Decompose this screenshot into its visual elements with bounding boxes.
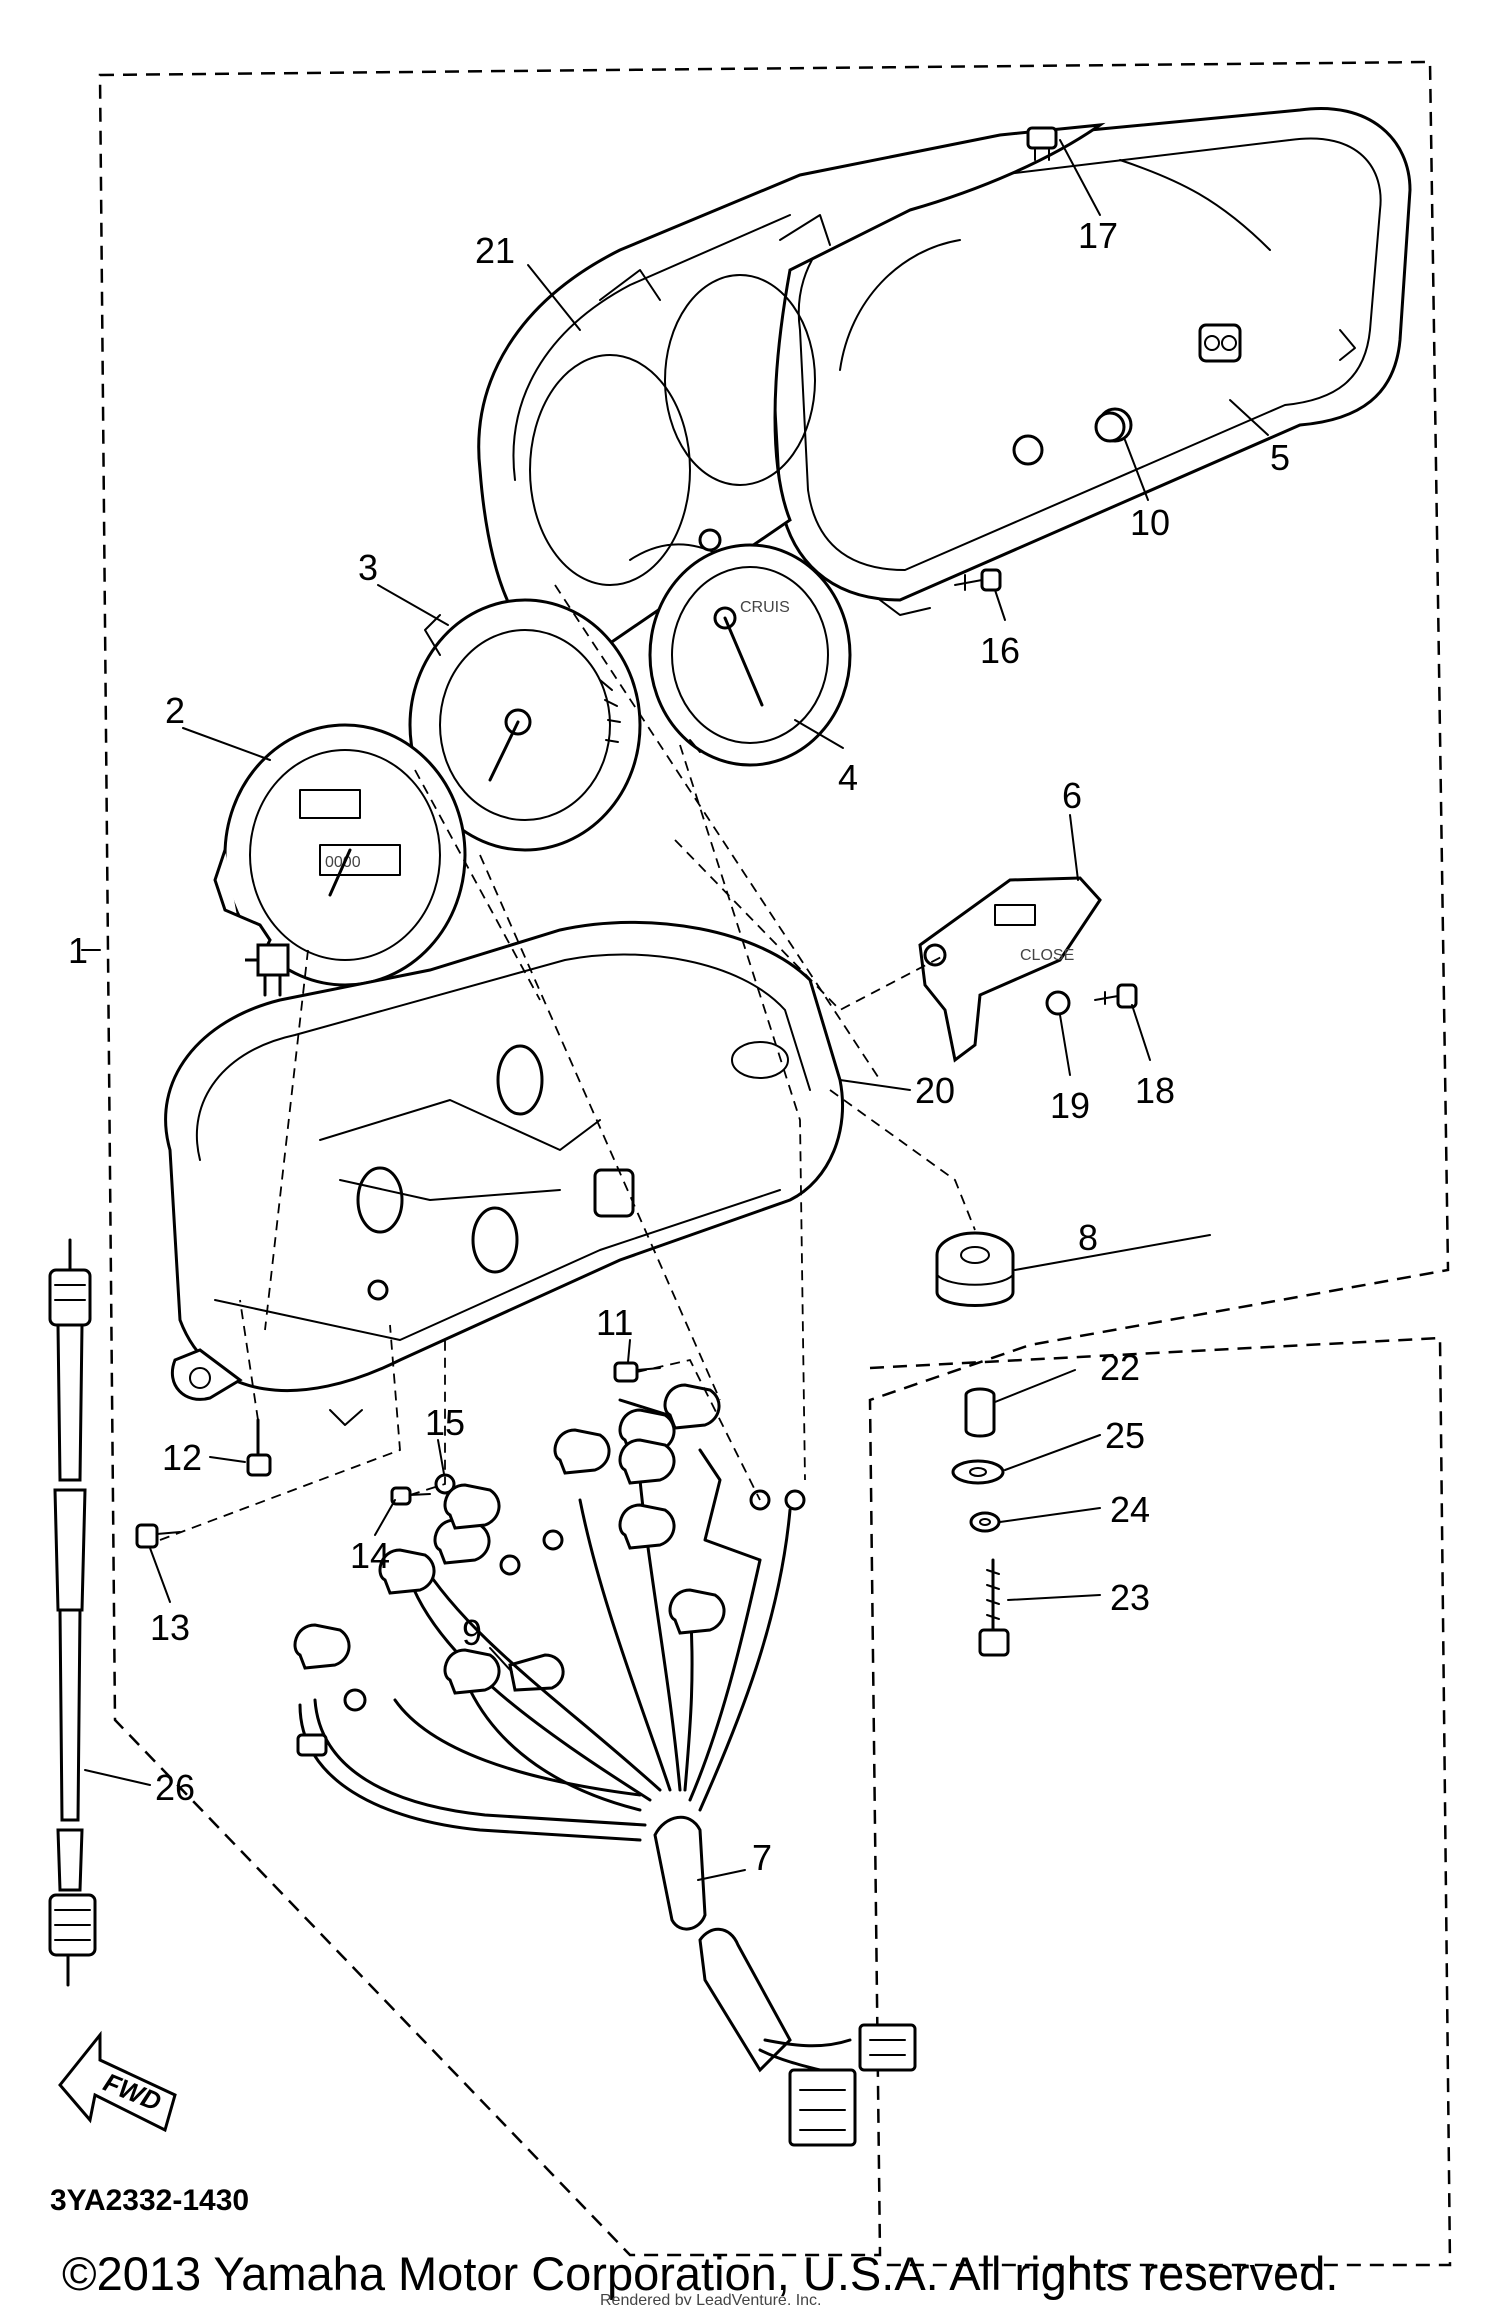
callout-4: 4 (838, 757, 858, 798)
screw-12 (246, 1418, 272, 1477)
screw-14 (390, 1486, 431, 1506)
callout-1: 1 (68, 930, 88, 971)
callout-labels: 1 2 3 4 5 6 7 8 9 10 11 12 13 14 15 16 1… (68, 215, 1290, 1878)
screw-16 (954, 568, 1002, 592)
callout-20: 20 (915, 1070, 955, 1111)
wire-harness (293, 1383, 917, 2147)
speedometer-cable (48, 1238, 97, 1987)
callout-2: 2 (165, 690, 185, 731)
callout-8: 8 (1078, 1217, 1098, 1258)
callout-22: 22 (1100, 1347, 1140, 1388)
callout-12: 12 (162, 1437, 202, 1478)
bulb-9 (508, 1653, 565, 1692)
callout-19: 19 (1050, 1085, 1090, 1126)
callout-10: 10 (1130, 502, 1170, 543)
collar-22 (964, 1387, 996, 1438)
callout-23: 23 (1110, 1577, 1150, 1618)
svg-text:CLOSE: CLOSE (1020, 947, 1074, 964)
watermark-line: Rendered by LeadVenture, Inc. (600, 2292, 822, 2305)
callout-3: 3 (358, 547, 378, 588)
callout-26: 26 (155, 1767, 195, 1808)
nut-24 (969, 1511, 1001, 1533)
callout-14: 14 (350, 1535, 390, 1576)
callout-16: 16 (980, 630, 1020, 671)
callout-17: 17 (1078, 215, 1118, 256)
copyright-notice: ©2013 Yamaha Motor Corporation, U.S.A. A… (62, 2247, 1338, 2300)
callout-24: 24 (1110, 1489, 1150, 1530)
gauge-4: CRUIS (648, 543, 852, 767)
forward-arrow: FWD (58, 2030, 177, 2133)
callout-15: 15 (425, 1402, 465, 1443)
leader-lines (81, 139, 1269, 1881)
indicator-panel: CLOSE (918, 876, 1102, 1063)
callout-13: 13 (150, 1607, 190, 1648)
washer-25 (951, 1459, 1005, 1485)
assembly-boundary (98, 60, 1450, 2257)
meter-case (164, 920, 845, 1426)
speedometer: 0000 (213, 723, 467, 997)
screw-18 (1094, 983, 1138, 1009)
callout-9: 9 (462, 1612, 482, 1653)
callout-7: 7 (752, 1837, 772, 1878)
socket-group (293, 1383, 806, 1757)
washer-19 (1045, 990, 1071, 1016)
clip-17 (1026, 126, 1058, 161)
hardware-boundary (869, 1336, 1452, 2267)
reset-knob (1094, 411, 1126, 443)
callout-18: 18 (1135, 1070, 1175, 1111)
svg-text:CRUIS: CRUIS (740, 599, 790, 616)
tachometer (408, 598, 642, 852)
screw-13 (135, 1523, 181, 1549)
callout-21: 21 (475, 230, 515, 271)
grommet (935, 1231, 1015, 1307)
callout-6: 6 (1062, 775, 1082, 816)
callout-25: 25 (1105, 1415, 1145, 1456)
bolt-23 (978, 1558, 1010, 1657)
callout-11: 11 (596, 1302, 633, 1343)
alignment-lines (159, 584, 976, 1541)
callout-5: 5 (1270, 437, 1290, 478)
part-code: 3YA2332-1430 (50, 2184, 249, 2217)
